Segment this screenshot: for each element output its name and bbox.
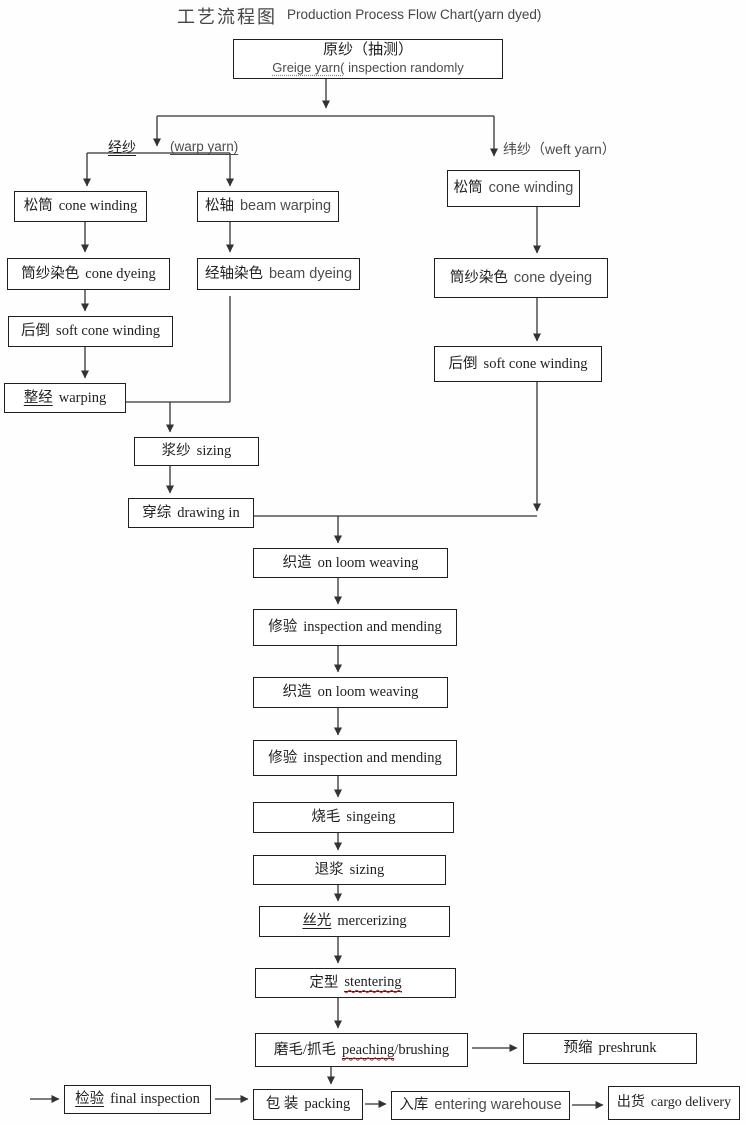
node-beam-warping-en: beam warping <box>239 198 332 215</box>
node-warping: 整经 warping <box>4 383 126 413</box>
node-weft-cone-dyeing: 筒纱染色 cone dyeing <box>434 258 608 298</box>
node-warp-cone-dyeing: 筒纱染色 cone dyeing <box>7 258 170 290</box>
page-title-en: Production Process Flow Chart(yarn dyed) <box>287 7 542 22</box>
node-desizing-en: sizing <box>349 861 385 878</box>
connector-lines <box>30 79 604 1109</box>
node-delivery: 出货 cargo delivery <box>608 1086 740 1120</box>
node-mending-1-zh: 修验 <box>268 619 298 636</box>
node-greige-en2: inspection randomly <box>344 59 464 75</box>
node-warping-zh: 整经 <box>23 389 53 406</box>
node-mending-1: 修验 inspection and mending <box>253 609 457 646</box>
node-preshrunk: 预缩 preshrunk <box>523 1033 697 1064</box>
node-warp-cone-winding: 松筒 cone winding <box>14 191 147 222</box>
node-packing-en: packing <box>304 1096 351 1113</box>
node-warp-cone-dyeing-en: cone dyeing <box>85 265 156 282</box>
node-warehouse: 入库 entering warehouse <box>391 1091 570 1120</box>
node-weft-cone-dyeing-zh: 筒纱染色 <box>449 269 508 286</box>
node-stentering-en: stentering <box>344 974 402 992</box>
node-warp-cone-winding-en: cone winding <box>58 198 138 215</box>
node-singeing-zh: 烧毛 <box>311 809 341 826</box>
node-weft-soft-cone-winding-en: soft cone winding <box>483 355 588 372</box>
page-title-zh: 工艺流程图 <box>177 7 277 27</box>
node-greige-en1: Greige yarn( <box>272 59 345 75</box>
node-warping-en: warping <box>58 389 107 406</box>
node-weaving-1-en: on loom weaving <box>317 554 419 571</box>
node-beam-dyeing-en: beam dyeing <box>268 265 353 282</box>
node-greige-zh: 原纱（抽测） <box>322 42 413 59</box>
node-mercerizing-en: mercerizing <box>337 913 407 930</box>
node-drawing-in: 穿综 drawing in <box>128 498 254 528</box>
node-desizing: 退浆 sizing <box>253 855 446 885</box>
node-weft-soft-cone-winding: 后倒 soft cone winding <box>434 346 602 382</box>
node-beam-dyeing: 经轴染色 beam dyeing <box>197 258 360 290</box>
node-warp-soft-cone-winding-zh: 后倒 <box>21 323 51 340</box>
node-beam-warping-zh: 松轴 <box>204 198 234 215</box>
node-beam-dyeing-zh: 经轴染色 <box>204 265 263 282</box>
node-peaching-en2: /brushing <box>394 1041 450 1058</box>
node-preshrunk-en: preshrunk <box>598 1040 657 1057</box>
node-singeing-en: singeing <box>346 809 396 826</box>
node-warp-cone-winding-zh: 松筒 <box>23 198 53 215</box>
node-peaching-brushing: 磨毛/抓毛 peaching/brushing <box>255 1033 468 1067</box>
node-sizing: 浆纱 sizing <box>134 437 259 466</box>
node-warehouse-en: entering warehouse <box>434 1097 562 1114</box>
node-warp-cone-dyeing-zh: 筒纱染色 <box>21 265 80 282</box>
node-greige-yarn: 原纱（抽测） Greige yarn( inspection randomly <box>233 39 503 79</box>
node-weaving-2-en: on loom weaving <box>317 684 419 701</box>
node-drawing-in-zh: 穿综 <box>142 504 172 521</box>
node-sizing-zh: 浆纱 <box>161 443 191 460</box>
node-mercerizing: 丝光 mercerizing <box>259 906 450 937</box>
node-mercerizing-zh: 丝光 <box>302 913 332 930</box>
node-warp-soft-cone-winding: 后倒 soft cone winding <box>8 316 173 347</box>
node-final-inspection-en: final inspection <box>110 1091 200 1108</box>
node-weaving-2-zh: 织造 <box>282 684 312 701</box>
branch-label-weft: 纬纱（weft yarn） <box>503 141 616 157</box>
node-sizing-en: sizing <box>196 443 232 460</box>
node-final-inspection-zh: 检验 <box>75 1091 105 1108</box>
node-mending-2-zh: 修验 <box>268 749 298 766</box>
node-delivery-en: cargo delivery <box>650 1094 732 1110</box>
node-singeing: 烧毛 singeing <box>253 802 454 833</box>
node-warehouse-zh: 入库 <box>399 1097 429 1114</box>
node-weft-cone-winding: 松筒 cone winding <box>447 170 580 207</box>
node-weft-soft-cone-winding-zh: 后倒 <box>448 355 478 372</box>
node-packing-zh: 包 装 <box>265 1096 299 1113</box>
node-peaching-en1: peaching <box>341 1041 395 1059</box>
node-stentering: 定型 stentering <box>255 968 456 998</box>
node-drawing-in-en: drawing in <box>177 504 240 521</box>
node-weaving-2: 织造 on loom weaving <box>253 677 448 708</box>
node-mending-1-en: inspection and mending <box>303 619 442 636</box>
branch-label-warp-en: (warp yarn) <box>170 139 239 154</box>
node-mending-2-en: inspection and mending <box>303 749 442 766</box>
node-weaving-1-zh: 织造 <box>282 554 312 571</box>
node-desizing-zh: 退浆 <box>314 861 344 878</box>
node-weaving-1: 织造 on loom weaving <box>253 548 448 578</box>
node-mending-2: 修验 inspection and mending <box>253 740 457 776</box>
node-peaching-zh: 磨毛/抓毛 <box>273 1041 336 1058</box>
node-stentering-zh: 定型 <box>309 974 339 991</box>
node-packing: 包 装 packing <box>253 1089 363 1120</box>
node-final-inspection: 检验 final inspection <box>64 1085 211 1114</box>
node-beam-warping: 松轴 beam warping <box>197 191 339 222</box>
node-weft-cone-winding-zh: 松筒 <box>453 180 483 197</box>
node-preshrunk-zh: 预缩 <box>563 1040 593 1057</box>
node-delivery-zh: 出货 <box>616 1094 645 1110</box>
node-warp-soft-cone-winding-en: soft cone winding <box>56 323 160 340</box>
node-weft-cone-winding-en: cone winding <box>488 180 574 197</box>
branch-label-warp-zh: 经纱 <box>108 141 136 156</box>
node-weft-cone-dyeing-en: cone dyeing <box>513 269 593 286</box>
